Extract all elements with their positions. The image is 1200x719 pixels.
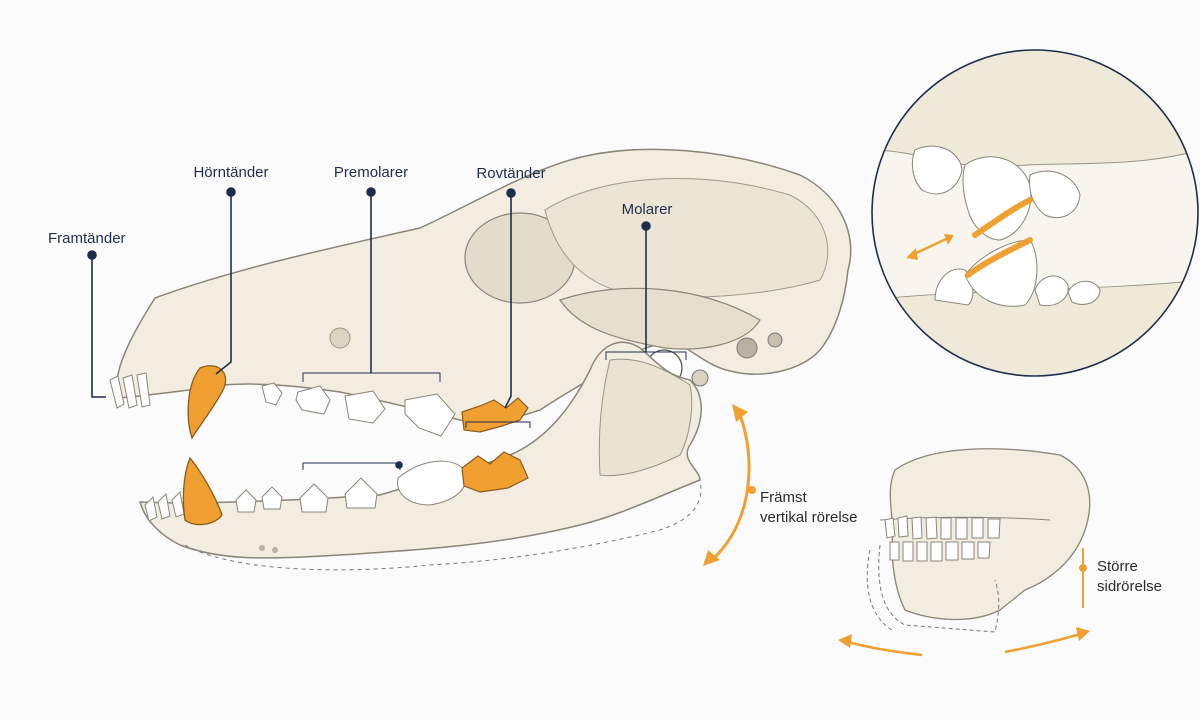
mandible-ramus bbox=[598, 358, 693, 477]
note-vertical-line2: vertikal rörelse bbox=[760, 509, 858, 526]
vertical-motion-arrow bbox=[703, 404, 756, 566]
note-vertical-motion: Främst vertikal rörelse bbox=[760, 488, 858, 528]
side-motion-arrows bbox=[838, 548, 1090, 657]
vertical-motion-dot bbox=[748, 486, 756, 494]
infraorbital-foramen bbox=[329, 327, 351, 349]
human-skull bbox=[866, 448, 1091, 633]
label-canines: Hörntänder bbox=[193, 164, 269, 181]
note-vertical-line1: Främst bbox=[760, 489, 807, 506]
note-side-motion: Större sidrörelse bbox=[1097, 557, 1162, 597]
note-side-line2: sidrörelse bbox=[1097, 578, 1163, 595]
jaw-movement-outline bbox=[184, 479, 702, 571]
zoom-inset bbox=[871, 49, 1199, 377]
label-premolars: Premolarer bbox=[333, 164, 409, 181]
upper-teeth bbox=[109, 365, 529, 440]
label-leaders bbox=[87, 187, 687, 470]
dog-cranium bbox=[116, 148, 852, 423]
lower-teeth bbox=[144, 451, 529, 526]
lower-carnassial bbox=[461, 451, 529, 493]
label-incisors: Framtänder bbox=[48, 230, 126, 247]
lower-canine bbox=[182, 456, 223, 526]
zygomatic-arch bbox=[559, 287, 761, 350]
upper-carnassial bbox=[461, 397, 529, 433]
note-side-line1: Större bbox=[1097, 558, 1138, 575]
upper-canine bbox=[187, 365, 227, 440]
label-carnassials: Rovtänder bbox=[476, 165, 546, 182]
ear-canal bbox=[736, 337, 758, 359]
braincase bbox=[544, 178, 829, 298]
side-motion-dot bbox=[1079, 564, 1087, 572]
label-molars: Molarer bbox=[621, 201, 673, 218]
